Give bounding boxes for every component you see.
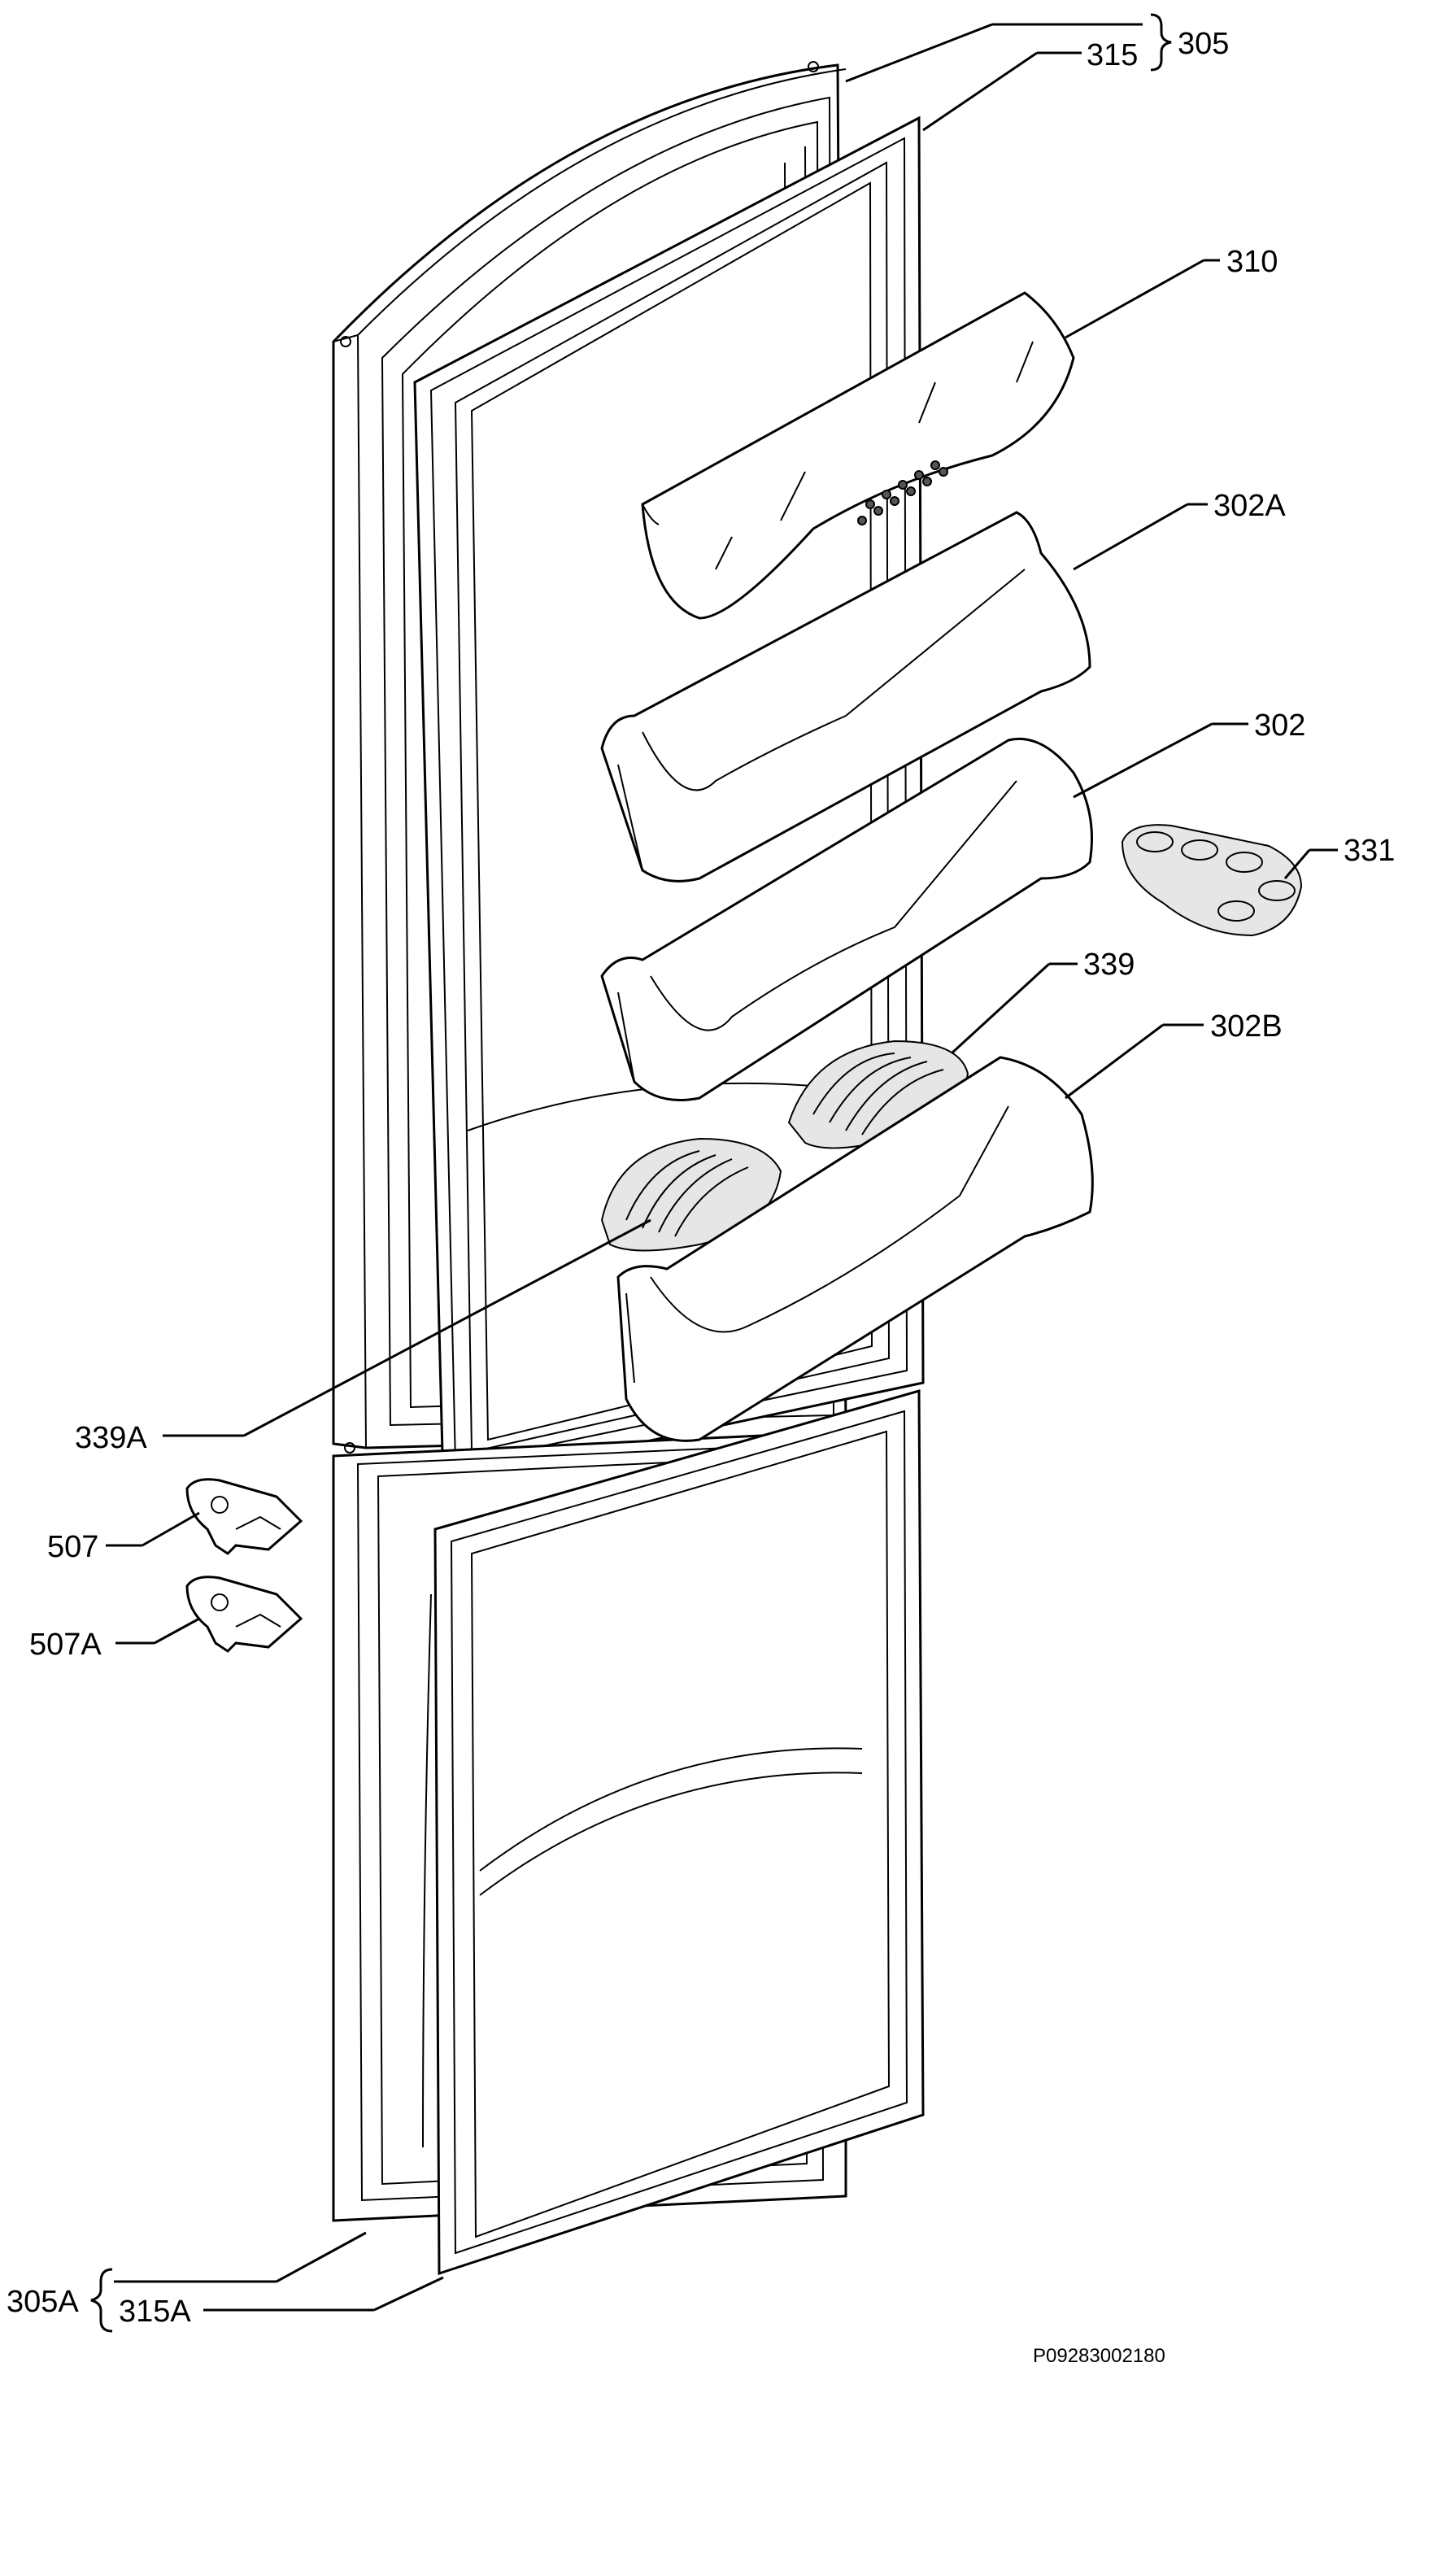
part-302B-door-shelf [616, 1056, 1094, 1442]
label-302: 302 [1254, 708, 1305, 743]
label-310: 310 [1226, 245, 1278, 279]
label-302A: 302A [1213, 489, 1286, 523]
label-507A: 507A [29, 1628, 102, 1662]
label-315A: 315A [119, 2295, 191, 2329]
part-labels: 305 315 310 302A 302 331 339 302B 339A 5… [7, 27, 1395, 2367]
brace-305A [90, 2268, 113, 2333]
brace-305 [1150, 13, 1172, 72]
part-310-shelf-lid [641, 291, 1075, 620]
drawing-code: P09283002180 [1033, 2345, 1165, 2367]
label-305: 305 [1178, 27, 1229, 61]
part-507-hinge [185, 1478, 303, 1555]
part-331-egg-tray [1121, 824, 1303, 937]
label-507: 507 [47, 1530, 98, 1564]
label-302B: 302B [1210, 1009, 1283, 1044]
lower-door-gasket [422, 1389, 925, 2276]
part-302-door-shelf [600, 737, 1093, 1101]
label-305A: 305A [7, 2285, 79, 2319]
part-302A-door-shelf [600, 511, 1091, 883]
label-331: 331 [1344, 834, 1395, 868]
label-315: 315 [1087, 38, 1138, 72]
label-339A: 339A [75, 1421, 147, 1455]
leader-lines [106, 23, 1338, 2312]
part-507A-hinge [185, 1576, 303, 1653]
label-339: 339 [1083, 948, 1135, 982]
